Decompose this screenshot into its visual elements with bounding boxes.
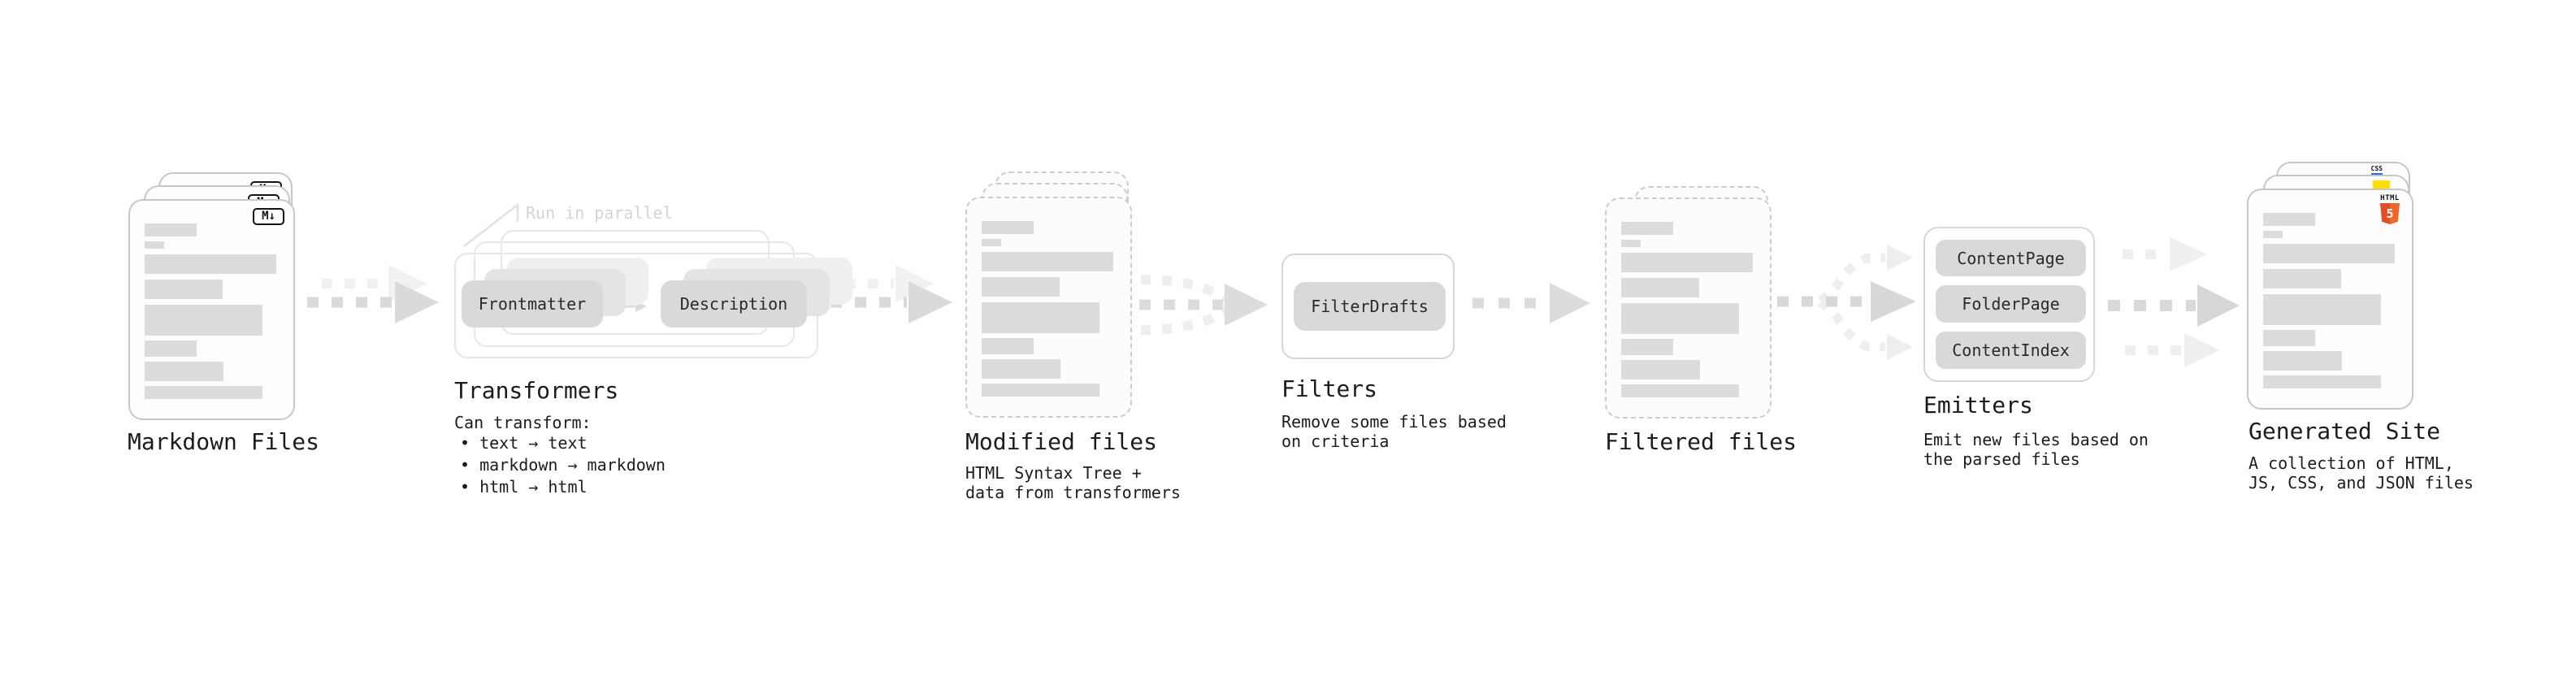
content-bar: [982, 221, 1034, 234]
bullet-item: • text → text: [460, 433, 588, 453]
content-bar: [145, 386, 262, 399]
contentindex-pill: ContentIndex: [1936, 332, 2086, 369]
content-bar: [145, 241, 164, 249]
content-bar: [982, 277, 1060, 297]
filters-panel: FilterDrafts: [1281, 254, 1455, 359]
modified-files-subtitle: HTML Syntax Tree + data from transformer…: [965, 463, 1181, 502]
transformers-label: Transformers: [454, 377, 619, 404]
emitters-label: Emitters: [1923, 392, 2033, 419]
modified-file-card-front: [965, 197, 1132, 418]
content-bar: [1621, 360, 1700, 380]
transformers-bullet-list: • text → text • markdown → markdown • ht…: [460, 432, 666, 498]
description-pill: Description: [661, 280, 807, 327]
html5-shield: 5: [2380, 203, 2400, 224]
content-bar: [145, 223, 197, 236]
filters-label: Filters: [1281, 375, 1378, 402]
filterdrafts-pill: FilterDrafts: [1294, 282, 1446, 331]
content-bar: [982, 302, 1099, 333]
emitters-panel: ContentPage FolderPage ContentIndex: [1923, 227, 2095, 382]
content-bar: [145, 340, 197, 357]
emitters-subtitle: Emit new files based on the parsed files: [1923, 430, 2149, 469]
js-badge-icon: [2373, 180, 2390, 190]
markdown-files-label: Markdown Files: [128, 428, 320, 455]
html5-word: HTML: [2380, 194, 2400, 202]
content-bar: [145, 280, 223, 299]
arrow-emitters-to-generated: [2108, 237, 2240, 367]
content-bar: [2263, 330, 2315, 346]
content-bar: [2263, 244, 2395, 263]
content-bar: [982, 239, 1001, 246]
arrow-modified-to-filters: [1139, 275, 1268, 335]
generated-site-subtitle: A collection of HTML, JS, CSS, and JSON …: [2249, 453, 2474, 492]
content-bar: [2263, 213, 2315, 226]
content-bar: [1621, 278, 1699, 297]
contentpage-pill: ContentPage: [1936, 240, 2086, 276]
run-in-parallel-annotation: Run in parallel: [526, 203, 673, 223]
filters-subtitle: Remove some files based on criteria: [1281, 412, 1507, 451]
css-badge-icon: CSS: [2370, 166, 2383, 176]
run-in-parallel-callout-line: [463, 202, 519, 247]
generated-site-label: Generated Site: [2249, 418, 2441, 445]
transformers-subtitle: Can transform:: [454, 413, 592, 432]
filtered-files-label: Filtered files: [1605, 428, 1798, 455]
arrow-filters-to-filtered: [1472, 283, 1590, 323]
html5-icon: HTML 5: [2379, 194, 2400, 224]
markdown-file-card-front: M↓: [128, 199, 295, 420]
content-bar: [1621, 253, 1753, 272]
folderpage-pill: FolderPage: [1936, 285, 2086, 323]
modified-files-label: Modified files: [965, 428, 1158, 455]
content-bar: [2263, 294, 2381, 325]
frontmatter-pill: Frontmatter: [462, 280, 603, 327]
bullet-item: • markdown → markdown: [460, 455, 666, 475]
content-bar: [982, 359, 1060, 379]
markdown-icon: M↓: [253, 208, 284, 225]
content-bar: [1621, 339, 1673, 355]
content-bar: [145, 305, 262, 336]
content-bar: [982, 384, 1099, 397]
content-bar: [1621, 240, 1641, 247]
bullet-item: • html → html: [460, 477, 588, 497]
content-bar: [1621, 222, 1673, 235]
content-bar: [145, 254, 276, 274]
content-bar: [2263, 269, 2341, 288]
content-bar: [1621, 303, 1739, 334]
content-bar: [982, 338, 1034, 354]
content-bar: [1621, 384, 1739, 397]
content-bar: [2263, 351, 2342, 371]
content-bar: [2263, 375, 2381, 388]
content-bar: [982, 252, 1113, 271]
arrow-transformers-to-modified: [830, 265, 952, 323]
content-bar: [145, 362, 223, 381]
arrow-filtered-to-emitters: [1777, 245, 1916, 360]
filtered-file-card-front: [1605, 197, 1772, 419]
arrow-markdown-to-transformers: [307, 265, 439, 323]
content-bar: [2263, 231, 2283, 238]
generated-file-card-front: HTML 5: [2247, 189, 2413, 410]
